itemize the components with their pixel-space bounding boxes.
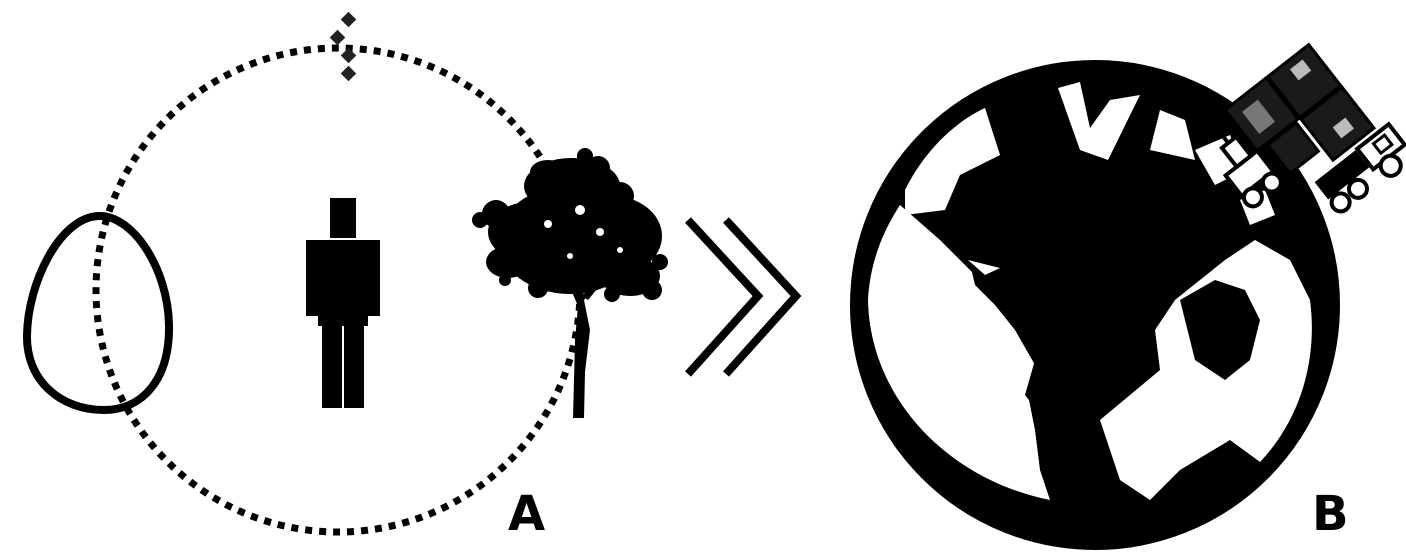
- panel-b: B: [855, 36, 1406, 545]
- tree-icon: [472, 148, 668, 418]
- person-icon: [306, 198, 380, 408]
- panel-b-label: B: [1312, 486, 1349, 542]
- panel-a-label: A: [508, 486, 545, 542]
- double-chevron-right-icon: [688, 220, 796, 374]
- panel-a: A: [27, 12, 668, 542]
